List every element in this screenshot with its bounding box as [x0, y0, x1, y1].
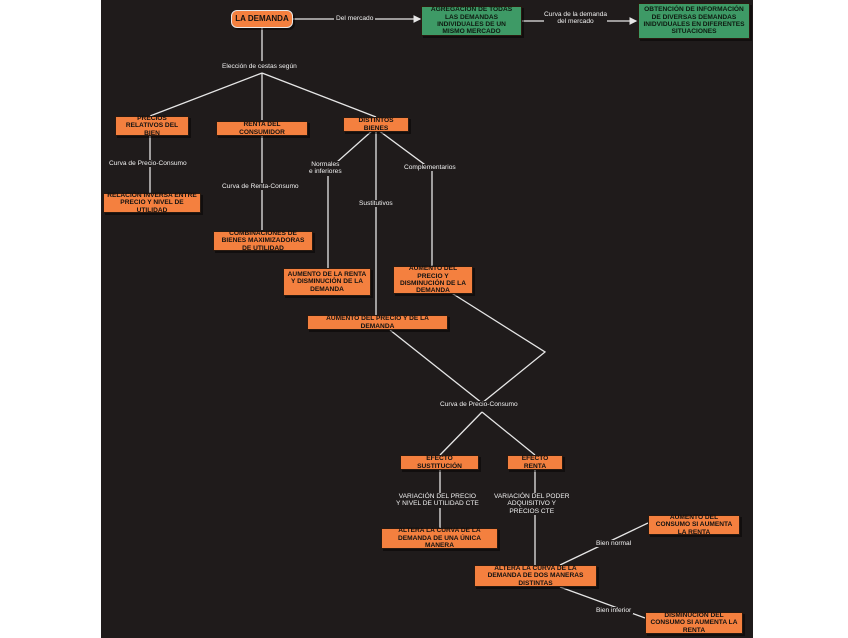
node-altera-unica: ALTERA LA CURVA DE LA DEMANDA DE UNA ÚNI…	[381, 527, 498, 549]
node-renta-consumidor: RENTA DEL CONSUMIDOR	[216, 121, 308, 136]
node-obtencion: OBTENCIÓN DE INFORMACIÓN DE DIVERSAS DEM…	[638, 3, 750, 39]
label-sustitutivos: Sustitutivos	[357, 200, 395, 208]
node-aumento-consumo: AUMENTO DEL CONSUMO SI AUMENTA LA RENTA	[648, 514, 740, 536]
label-complementarios: Complementarios	[402, 164, 458, 172]
node-la-demanda: LA DEMANDA	[231, 10, 293, 28]
label-bien-normal: Bien normal	[594, 540, 634, 548]
node-aumento-renta: AUMENTO DE LA RENTA Y DISMINUCIÓN DE LA …	[283, 268, 371, 296]
node-precios-relativos: PRECIOS RELATIVOS DEL BIEN	[115, 115, 189, 137]
label-bien-inferior: Bien inferior	[594, 607, 634, 615]
edge-eleccion-precios	[149, 72, 263, 117]
edge-eleccion-distintos	[261, 72, 377, 118]
label-curva-demanda-mercado: Curva de la demanda del mercado	[544, 11, 608, 26]
edge-curva-sustitucion	[439, 411, 483, 456]
edge-distintos-normales	[327, 129, 374, 268]
node-disminucion-consumo: DISMINUCIÓN DEL CONSUMO SI AUMENTA LA RE…	[645, 612, 743, 634]
label-curva-precio-consumo-1: Curva de Precio-Consumo	[107, 160, 189, 168]
edge-aumentoprecio-curva	[449, 291, 547, 404]
node-relacion-inversa: RELACIÓN INVERSA ENTRE PRECIO Y NIVEL DE…	[103, 192, 201, 214]
edge-distintos-complementarios	[377, 129, 433, 266]
node-aumento-precio-demanda: AUMENTO DEL PRECIO Y DE LA DEMANDA	[307, 315, 448, 330]
node-efecto-sustitucion: EFECTO SUSTITUCIÓN	[400, 455, 479, 470]
label-curva-renta-consumo: Curva de Renta-Consumo	[220, 183, 301, 191]
node-aumento-precio-dism: AUMENTO DEL PRECIO Y DISMINUCIÓN DE LA D…	[393, 265, 473, 294]
node-agregacion: AGREGACIÓN DE TODAS LAS DEMANDAS INDIVID…	[421, 6, 522, 36]
label-curva-precio-consumo-2: Curva de Precio-Consumo	[438, 401, 520, 409]
edge-aumentoprecio-demanda-curva	[389, 329, 483, 404]
label-eleccion-cestas: Elección de cestas según	[220, 63, 299, 71]
node-altera-dos: ALTERA LA CURVA DE LA DEMANDA DE DOS MAN…	[474, 565, 597, 587]
node-distintos-bienes: DISTINTOS BIENES	[343, 117, 409, 132]
label-normales-inferiores: Normales e inferiores	[309, 161, 342, 176]
label-variacion-precio: VARIACIÓN DEL PRECIO Y NIVEL DE UTILIDAD…	[396, 493, 479, 508]
label-variacion-poder: VARIACIÓN DEL PODER ADQUISITIVO Y PRECIO…	[494, 493, 570, 516]
label-del-mercado: Del mercado	[334, 15, 376, 23]
node-efecto-renta: EFECTO RENTA	[507, 455, 563, 470]
node-combinaciones: COMBINACIONES DE BIENES MAXIMIZADORAS DE…	[213, 230, 313, 252]
edge-curva-renta	[481, 411, 536, 456]
